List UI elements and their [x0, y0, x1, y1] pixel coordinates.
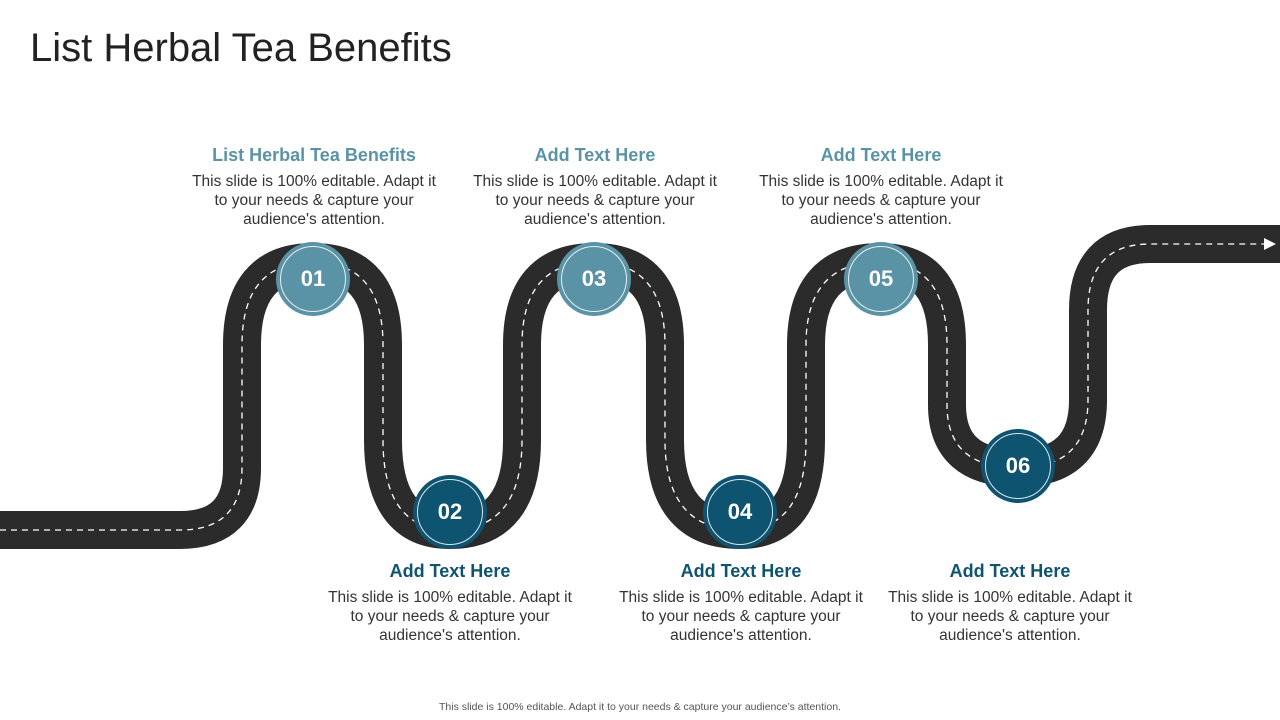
slide-footer: This slide is 100% editable. Adapt it to…: [439, 701, 841, 713]
step-number: 06: [985, 433, 1051, 499]
step-text-03: Add Text Here This slide is 100% editabl…: [465, 145, 725, 229]
step-text-06: Add Text Here This slide is 100% editabl…: [880, 561, 1140, 645]
step-body: This slide is 100% editable. Adapt it to…: [888, 589, 1132, 644]
step-number: 01: [280, 246, 346, 312]
step-text-01: List Herbal Tea Benefits This slide is 1…: [184, 145, 444, 229]
step-node-01: 01: [276, 242, 350, 316]
step-body: This slide is 100% editable. Adapt it to…: [473, 173, 717, 228]
step-node-05: 05: [844, 242, 918, 316]
step-text-02: Add Text Here This slide is 100% editabl…: [320, 561, 580, 645]
step-body: This slide is 100% editable. Adapt it to…: [759, 173, 1003, 228]
step-node-02: 02: [413, 475, 487, 549]
step-number: 05: [848, 246, 914, 312]
step-body: This slide is 100% editable. Adapt it to…: [619, 589, 863, 644]
step-heading: Add Text Here: [389, 561, 511, 581]
step-number: 03: [561, 246, 627, 312]
step-heading: List Herbal Tea Benefits: [212, 145, 416, 165]
step-heading: Add Text Here: [820, 145, 942, 165]
step-heading: Add Text Here: [680, 561, 802, 581]
step-body: This slide is 100% editable. Adapt it to…: [328, 589, 572, 644]
road-arrow-head: [1264, 238, 1276, 250]
step-text-04: Add Text Here This slide is 100% editabl…: [611, 561, 871, 645]
step-number: 04: [707, 479, 773, 545]
step-node-06: 06: [981, 429, 1055, 503]
step-number: 02: [417, 479, 483, 545]
step-heading: Add Text Here: [534, 145, 656, 165]
slide-title: List Herbal Tea Benefits: [30, 26, 452, 70]
step-heading: Add Text Here: [949, 561, 1071, 581]
step-text-05: Add Text Here This slide is 100% editabl…: [751, 145, 1011, 229]
step-node-03: 03: [557, 242, 631, 316]
road-surface: [0, 225, 1280, 549]
step-node-04: 04: [703, 475, 777, 549]
step-body: This slide is 100% editable. Adapt it to…: [192, 173, 436, 228]
